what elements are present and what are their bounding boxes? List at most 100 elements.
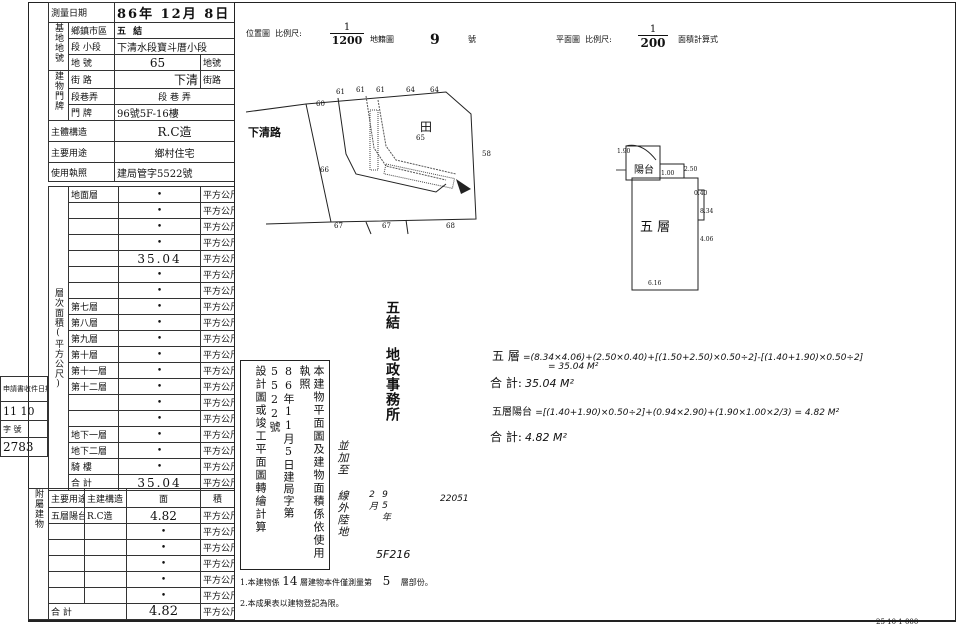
note1-suffix: 層部份。 [400,578,433,587]
lot-number-label: 65 [416,134,425,142]
floor-row-value: • [118,394,201,411]
floor-row-value: • [118,186,201,203]
calc-line1-expr: =(8.34×4.06)+(2.50×0.40)+[(1.50+2.50)×0.… [523,353,864,363]
floor-row-unit: 平方公尺 [200,394,235,411]
sheet-label: 地籍圖 [370,35,394,44]
handwritten-note-2: 5F216 [376,548,411,561]
handwritten-note-4: 95年2月 [367,490,390,522]
floor-row-label: 地下一層 [68,426,119,443]
annex-side-label: 附屬建物 [28,488,49,620]
calc-line1b: = 35.04 M² [548,362,599,372]
floor-row-value: 35.04 [118,250,201,267]
floor-row-value: • [118,442,201,459]
floor-row-label [68,202,119,219]
floor-row-label [68,234,119,251]
annex-row-value: • [126,555,201,572]
annex-col4: 積 [200,488,235,508]
section-value: 下清水段寶斗厝小段 [114,38,236,55]
floor-row-value: • [118,346,201,363]
annex-row-structure [84,523,127,540]
lot-number-label: 64 [430,86,439,94]
annex-row-value: • [126,571,201,588]
number-label: 門 牌 [67,104,116,121]
lot-number-label: 58 [482,150,491,158]
floor-row-label: 地面層 [68,186,119,203]
annex-row-structure [84,555,127,572]
plan-scale-num: 1 [649,24,657,35]
lane-label: 段巷弄 [67,88,116,105]
floors-table: 層次面積(平方公尺)地面層•平方公尺•平方公尺•平方公尺•平方公尺35.04平方… [48,186,235,491]
annex-row-unit: 平方公尺 [200,555,235,572]
floor-row-label: 第九層 [68,330,119,347]
annex-col1: 主要用途 [48,488,85,508]
street-value: 下清 [114,70,202,89]
floor-row-label [68,250,119,267]
calc-line-4: 合 計: 4.82 M² [490,428,567,445]
floor-row-unit: 平方公尺 [200,218,235,235]
lot-number-label: 61 [376,86,385,94]
annex-table: 附屬建物 主要用途 主建構造 面 積 五層陽台R.C造4.82平方公尺•平方公尺… [28,488,235,620]
no-label: 字 號 [0,420,48,438]
base-label: 基地地號 [48,22,69,71]
lane-value: 段 巷 弄 [114,88,236,105]
township-label: 鄉鎮市區 [67,22,116,39]
plan-dimension-label: 0.40 [694,190,708,197]
license-label: 使用執照 [47,162,116,182]
plan-scale-den: 200 [638,35,668,50]
calc-line3-label: 五層陽台 [492,407,532,418]
floor-row-value: • [118,458,201,475]
annex-row-use [48,539,85,556]
floor-row-label [68,410,119,427]
structure-value: R.C造 [114,120,236,142]
annex-row-structure [84,587,127,604]
floor-row-value: • [118,234,201,251]
license-value: 建局管字5522號 [114,162,236,182]
floor-row-unit: 平方公尺 [200,426,235,443]
street-label: 街 路 [67,70,116,89]
floor-row-value: • [118,314,201,331]
floor-row-unit: 平方公尺 [200,442,235,459]
floor-row-value: • [118,282,201,299]
annex-row-value: 4.82 [126,507,201,524]
document-frame [28,2,956,622]
road-label: 下清路 [248,126,281,139]
annex-row-structure: R.C造 [84,507,127,524]
calc-line-2: 合 計: 35.04 M² [490,374,574,391]
annex-row-structure [84,539,127,556]
floor-label: 五 層 [640,220,671,235]
calc-line2-label: 合 計: [490,376,522,390]
location-map-header: 位置圖 比例尺: [246,28,302,39]
lot-number-label: 67 [334,222,343,230]
lot-number-label: 64 [406,86,415,94]
lot-suffix: 地號 [200,54,236,71]
annex-row-use [48,587,85,604]
annex-total-value: 4.82 [126,603,201,620]
plan-dimension-label: 2.50 [684,166,698,173]
calc-line2-value: 35.04 M² [525,377,574,390]
floor-row-value: • [118,410,201,427]
annex-row-use: 五層陽台 [48,507,85,524]
floor-row-label: 第十一層 [68,362,119,379]
stamp-line-2: 86年11月5日建局字第5522號 [268,365,295,519]
building-data-table: 測量日期 86年 12月 8日 基地地號 鄉鎮市區 五 結 段 小段 下清水段寶… [47,2,236,182]
floors-side-label: 層次面積(平方公尺) [48,186,69,491]
lot-label: 地 號 [67,54,116,71]
lot-number-label: 66 [320,166,329,174]
annex-row-value: • [126,523,201,540]
floor-row-value: • [118,218,201,235]
annex-row-value: • [126,539,201,556]
township-value: 五 結 [114,22,236,39]
plan-dimension-label: 6.16 [648,280,662,287]
floor-row-value: • [118,362,201,379]
balcony-label: 陽台 [634,165,654,176]
calc-line4-value: 4.82 M² [525,431,567,444]
calc-line1-label: 五 層 [492,349,520,363]
floor-row-value: • [118,426,201,443]
section-label: 段 小段 [67,38,116,55]
sheet-no: 9 [430,32,440,48]
annex-row-use [48,571,85,588]
survey-date: 86年 12月 8日 [114,2,236,23]
floor-row-value: • [118,298,201,315]
structure-label: 主體構造 [47,120,116,142]
handwritten-note-1: 並加至 線外陸地 [336,440,349,538]
